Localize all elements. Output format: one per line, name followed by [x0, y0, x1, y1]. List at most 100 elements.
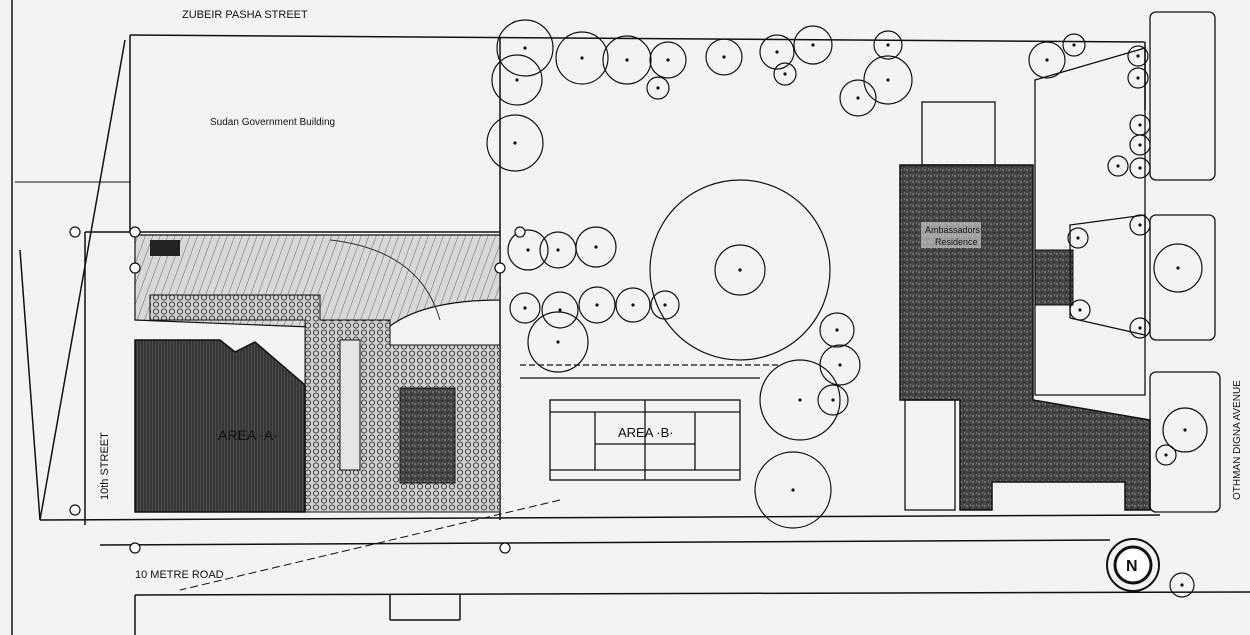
- tree-canopy: [649, 41, 687, 79]
- tree-trunk: [1072, 43, 1076, 47]
- tree-trunk: [1136, 76, 1140, 80]
- stair-curve: [329, 239, 441, 321]
- tree-canopy: [555, 31, 609, 85]
- tree-canopy: [1062, 33, 1086, 57]
- north-arrow-label: N: [1126, 558, 1138, 575]
- tree-canopy: [705, 38, 743, 76]
- tree-canopy: [527, 311, 589, 373]
- tree-trunk: [556, 248, 560, 252]
- tree-canopy: [486, 114, 544, 172]
- tree-trunk: [1078, 308, 1082, 312]
- tree-canopy: [1127, 45, 1149, 67]
- tree-canopy: [1129, 134, 1151, 156]
- tree-canopy: [773, 62, 797, 86]
- government-building-label: Sudan Government Building: [210, 117, 335, 128]
- tree-trunk: [722, 55, 726, 59]
- tree-trunk: [835, 328, 839, 332]
- tree-canopy: [1129, 317, 1151, 339]
- tree-canopy: [1129, 157, 1151, 179]
- tree-trunk: [666, 58, 670, 62]
- tree-trunk: [1180, 583, 1184, 587]
- tree-canopy: [615, 287, 651, 323]
- tree-trunk: [775, 50, 779, 54]
- tree-canopy: [1169, 572, 1195, 598]
- tree-canopy: [839, 79, 877, 117]
- tree-trunk: [558, 308, 562, 312]
- tree-canopy: [575, 226, 617, 268]
- tree-canopy: [819, 312, 855, 348]
- tree-trunk: [625, 58, 629, 62]
- tree-trunk: [594, 245, 598, 249]
- grid-marker: [129, 262, 141, 274]
- tree-trunk: [1138, 223, 1142, 227]
- tree-trunk: [523, 306, 527, 310]
- tree-canopy: [1028, 41, 1066, 79]
- outbuildings: [904, 11, 1221, 513]
- grid-markers: [69, 226, 526, 554]
- residence-porch: [1034, 249, 1074, 306]
- tree-trunk: [1183, 428, 1187, 432]
- tree-trunk: [1136, 54, 1140, 58]
- tree-trunk: [886, 43, 890, 47]
- tree-canopy: [650, 290, 680, 320]
- street-label-south: 10 METRE ROAD: [135, 569, 224, 581]
- tree-canopy: [602, 35, 652, 85]
- tree-canopy: [1129, 214, 1151, 236]
- tree-canopy: [863, 55, 913, 105]
- tree-trunk: [556, 340, 560, 344]
- tree-canopy: [754, 451, 832, 529]
- wall-column: [339, 339, 361, 471]
- tree-canopy: [1155, 444, 1177, 466]
- tree-trunk: [831, 398, 835, 402]
- residence-label-line2: Residence: [935, 237, 978, 247]
- tree-canopy: [1107, 155, 1129, 177]
- grid-marker: [514, 226, 526, 238]
- tree-trunk: [1116, 164, 1120, 168]
- tree-trunk: [791, 488, 795, 492]
- grid-marker: [494, 262, 506, 274]
- tree-canopy: [714, 244, 766, 296]
- tree-trunk: [1138, 326, 1142, 330]
- residence-label-bg: [921, 222, 981, 248]
- tree-trunk: [656, 86, 660, 90]
- tree-trunk: [631, 303, 635, 307]
- tree-trunk: [838, 363, 842, 367]
- grid-marker: [69, 226, 81, 238]
- tree-trunk: [798, 398, 802, 402]
- tree-canopy: [649, 179, 831, 361]
- area-b-court: [520, 364, 780, 481]
- street-label-east: OTHMAN DIGNA AVENUE: [1232, 380, 1243, 500]
- tree-canopy: [1162, 407, 1208, 453]
- tree-canopy: [646, 76, 670, 100]
- tree-trunk: [513, 141, 517, 145]
- tree-canopy: [541, 291, 579, 329]
- tree-canopy: [817, 384, 849, 416]
- tree-trunk: [886, 78, 890, 82]
- tree-trunk: [1076, 236, 1080, 240]
- tree-trunk: [811, 43, 815, 47]
- grid-marker: [129, 542, 141, 554]
- street-label-west: 10th STREET: [99, 432, 111, 500]
- street-label-north: ZUBEIR PASHA STREET: [182, 9, 308, 21]
- tree-trunk: [663, 303, 667, 307]
- ambassadors-residence-block: [899, 164, 1151, 511]
- residence-label-line1: Ambassadors: [925, 225, 981, 235]
- tree-trunk: [1138, 123, 1142, 127]
- tree-trunk: [1164, 453, 1168, 457]
- tree-canopy: [873, 30, 903, 60]
- area-a-label: AREA ·A·: [218, 427, 278, 443]
- trees-group: [486, 19, 1208, 598]
- grid-marker: [499, 542, 511, 554]
- site-boundaries: [11, 0, 1250, 635]
- area-a-block: [134, 339, 306, 513]
- tree-canopy: [578, 286, 616, 324]
- tree-canopy: [1069, 299, 1091, 321]
- tree-trunk: [1138, 166, 1142, 170]
- tree-trunk: [856, 96, 860, 100]
- tree-canopy: [793, 25, 833, 65]
- tree-trunk: [515, 78, 519, 82]
- tree-canopy: [759, 359, 841, 441]
- north-arrow: [1106, 538, 1160, 592]
